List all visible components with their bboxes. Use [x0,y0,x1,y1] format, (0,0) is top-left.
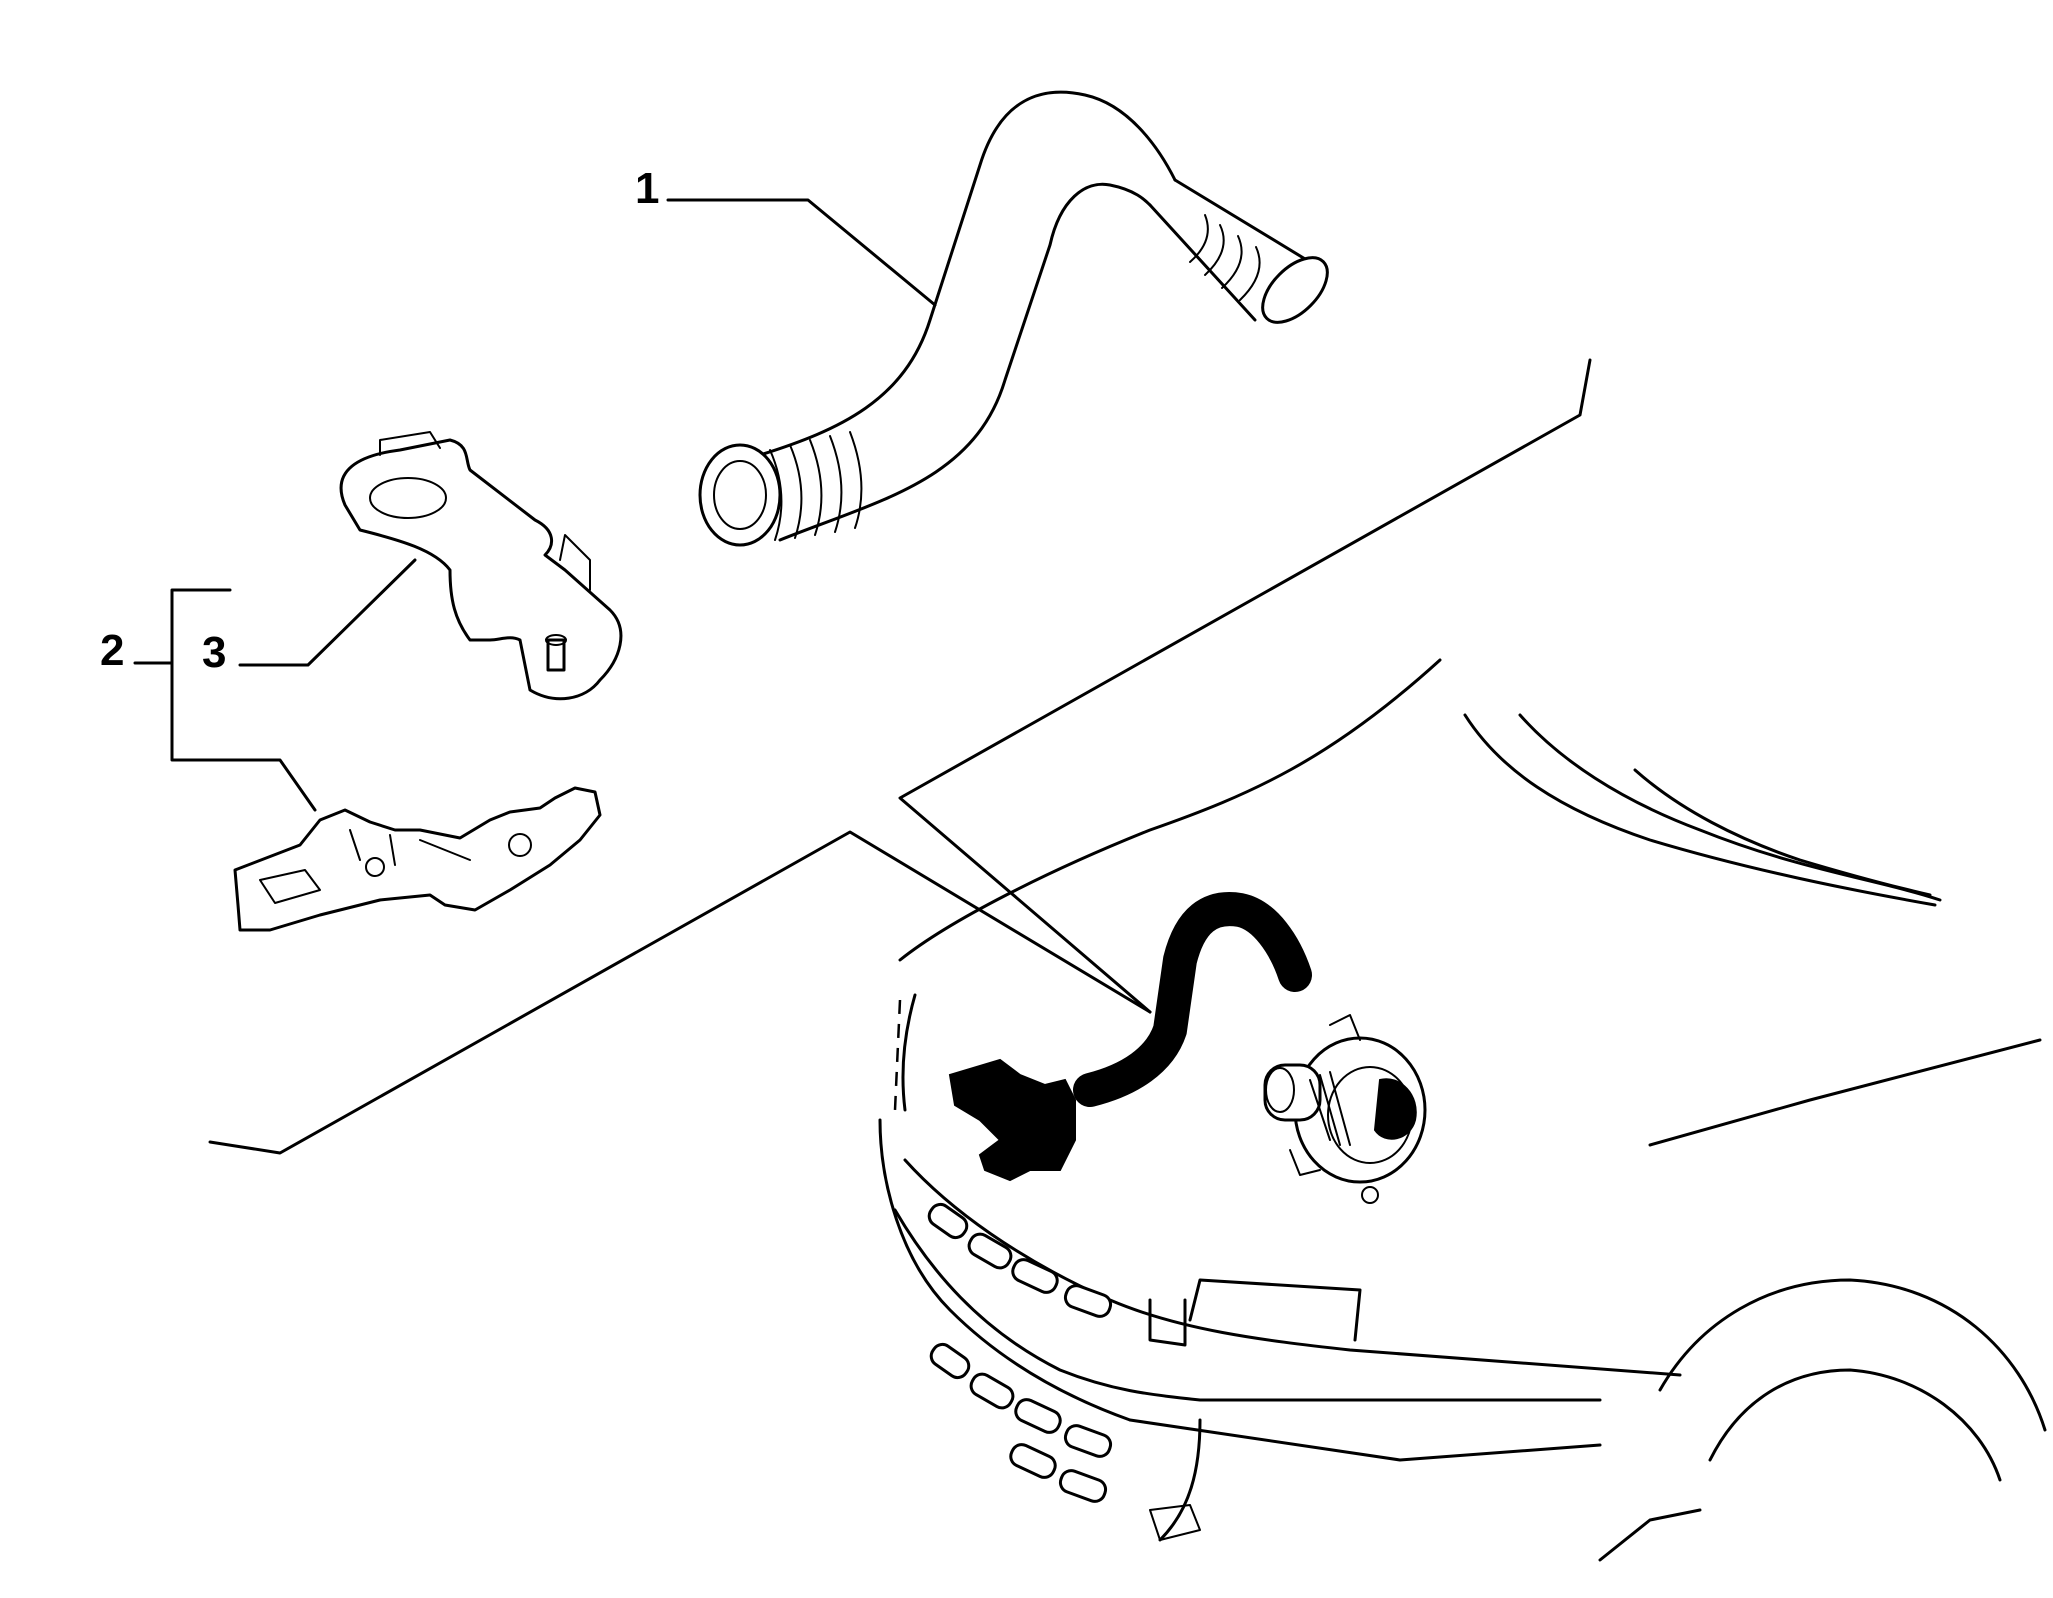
alternator-icon [1263,1014,1427,1204]
leader-2-bracket [133,588,317,812]
callout-1-label: 1 [635,164,659,213]
car-front-icon [878,658,2047,1562]
callout-3-label: 3 [202,628,226,677]
hose-icon [698,90,1329,547]
wedge-lower-line [208,830,1152,1155]
leader-3 [238,558,417,667]
callout-2-label: 2 [100,626,124,675]
installed-hose-icon [948,892,1312,1182]
leader-lines [133,198,937,812]
bracket-lower-icon [233,786,602,932]
bracket-upper-icon [339,431,623,701]
zoom-wedge [208,358,1592,1155]
leader-1 [666,198,937,307]
wedge-upper-line [898,358,1592,1014]
